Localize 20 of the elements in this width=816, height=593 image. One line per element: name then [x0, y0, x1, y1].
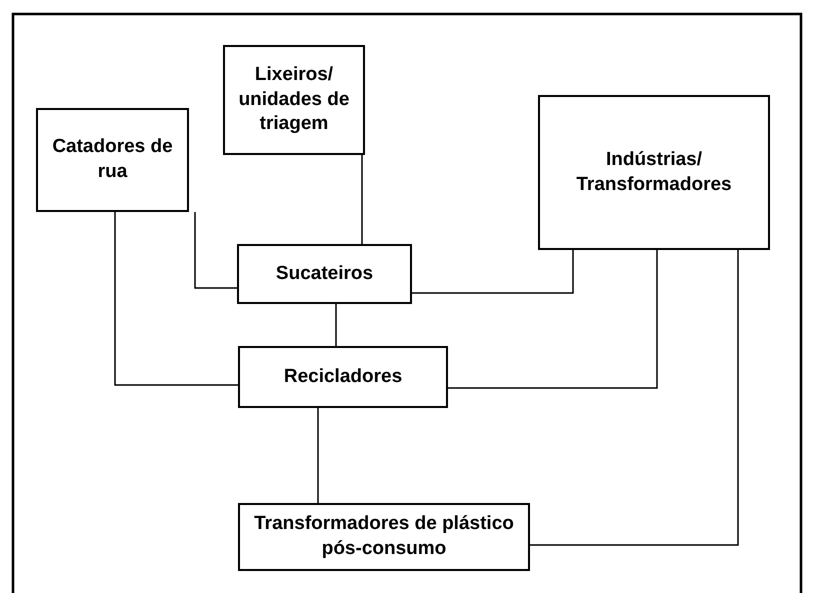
box-label: Recicladores — [284, 364, 402, 389]
process-box — [237, 244, 412, 304]
connector-line — [335, 304, 337, 346]
connector-line — [361, 155, 363, 244]
process-box — [36, 108, 189, 212]
connector-line — [114, 212, 238, 386]
box-label: Sucateiros — [276, 262, 374, 286]
box-label: Transformadores de plástico pós-consumo — [253, 512, 515, 561]
connector-line — [448, 250, 658, 389]
process-box — [238, 503, 530, 571]
process-box — [538, 95, 770, 250]
process-box — [223, 45, 365, 155]
connector-line — [194, 212, 237, 289]
connector-line — [412, 250, 574, 294]
box-label: Indústrias/ Transformadores — [575, 148, 733, 196]
connector-line — [530, 250, 739, 546]
process-box — [238, 346, 448, 408]
connector-line — [317, 408, 319, 503]
box-label: Catadores de rua — [51, 135, 174, 184]
box-label: Lixeiros/ unidades de triagem — [238, 62, 350, 136]
